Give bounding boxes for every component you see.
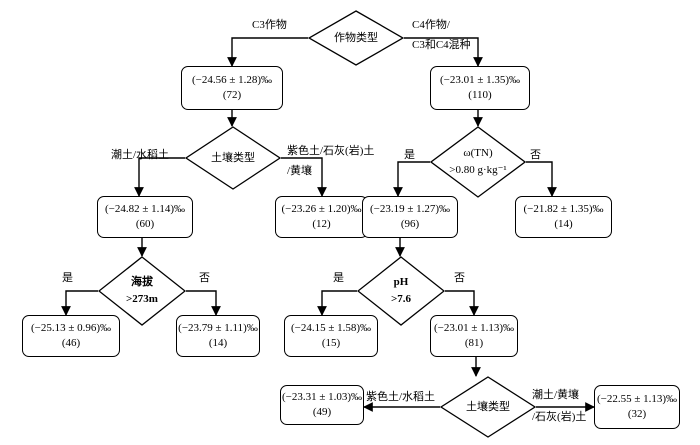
node-value: (−25.13 ± 0.96)‰	[30, 322, 112, 334]
edge-n_soil1-n_l1226	[281, 157, 327, 197]
node-value: (−24.56 ± 1.28)‰	[191, 74, 273, 86]
edge-n_crop-n_c4	[404, 37, 483, 67]
node-title: ω(TN)	[463, 147, 493, 159]
node-count: (110)	[468, 89, 492, 101]
edge-label-tn-no: 否	[530, 149, 541, 161]
edge-label-soil2-left: 紫色土/水稻土	[366, 391, 436, 403]
node-count: (46)	[61, 337, 81, 349]
edge-label-c3: C3作物	[252, 19, 287, 31]
decision-total-nitrogen: ω(TN) >0.80 g·kg⁻¹	[430, 126, 526, 198]
node-count: (60)	[135, 218, 155, 230]
decision-soil-type-c3: 土壤类型	[185, 126, 281, 190]
node-title: 土壤类型	[466, 400, 510, 413]
edge-label-alt-no: 否	[199, 272, 210, 284]
node-l3255: (−22.55 ± 1.13)‰ (32)	[594, 385, 680, 429]
node-l8101: (−23.01 ± 1.13)‰ (81)	[430, 315, 518, 357]
node-value: (−23.31 ± 1.03)‰	[281, 391, 363, 403]
node-count: (14)	[554, 218, 573, 230]
decision-altitude: 海拔 >273m	[98, 256, 186, 326]
node-value: (−23.19 ± 1.27)‰	[369, 203, 451, 215]
edge-n_alt-n_l1479	[186, 290, 221, 316]
node-title: pH	[393, 276, 409, 288]
node-count: (49)	[312, 406, 332, 418]
edge-label-ph-yes: 是	[333, 272, 344, 284]
node-title: 作物类型	[334, 31, 378, 44]
node-count: (32)	[627, 408, 647, 420]
edge-label-c4: C4作物/	[412, 19, 450, 31]
node-subtitle: >0.80 g·kg⁻¹	[449, 164, 507, 176]
node-l1421: (−21.82 ± 1.35)‰ (14)	[515, 196, 612, 238]
node-count: (15)	[321, 337, 341, 349]
edge-label-soil1-right: 紫色土/石灰(岩)土	[287, 145, 375, 157]
node-count: (81)	[464, 337, 484, 349]
node-c4: (−23.01 ± 1.35)‰ (110)	[430, 66, 530, 110]
node-count: (12)	[312, 218, 331, 230]
edge-label-ph-no: 否	[454, 272, 465, 284]
node-value: (−21.82 ± 1.35)‰	[523, 203, 604, 215]
node-l1524: (−24.15 ± 1.58)‰ (15)	[284, 315, 378, 357]
node-count: (72)	[222, 89, 242, 101]
node-subtitle: >7.6	[390, 293, 412, 305]
node-l1226: (−23.26 ± 1.20)‰ (12)	[275, 196, 368, 238]
decision-soil-type-ph: 土壤类型	[440, 376, 536, 438]
node-l4931: (−23.31 ± 1.03)‰ (49)	[280, 385, 364, 425]
edge-label-soil1-left: 潮土/水稻土	[111, 149, 170, 161]
edge-n_ph-n_l8101	[445, 290, 479, 316]
node-value: (−23.01 ± 1.13)‰	[433, 322, 515, 334]
node-value: (−22.55 ± 1.13)‰	[596, 393, 678, 405]
edge-n_tn-n_l9619	[393, 161, 430, 197]
node-count: (96)	[400, 218, 420, 230]
edge-n_alt-n_l4613	[61, 290, 98, 316]
node-l6014: (−24.82 ± 1.14)‰ (60)	[97, 196, 193, 238]
node-title: 海拔	[131, 276, 153, 288]
edge-n_tn-n_l1421	[526, 161, 557, 197]
node-l4613: (−25.13 ± 0.96)‰ (46)	[22, 315, 120, 357]
node-title: 土壤类型	[211, 151, 255, 164]
node-c3: (−24.56 ± 1.28)‰ (72)	[181, 66, 283, 110]
decision-crop-type: 作物类型	[308, 10, 404, 66]
decision-ph: pH >7.6	[357, 256, 445, 326]
edge-n_crop-n_c3	[227, 37, 308, 67]
edge-n_soil1-n_l6014	[134, 157, 185, 197]
edge-label-soil2-right: 潮土/黄壤	[532, 389, 580, 401]
edge-label-c4-line2: C3和C4混种	[412, 39, 471, 51]
node-l9619: (−23.19 ± 1.27)‰ (96)	[362, 196, 458, 238]
node-value: (−24.82 ± 1.14)‰	[104, 203, 186, 215]
edge-label-tn-yes: 是	[404, 149, 415, 161]
edge-label-soil1-right-line2: /黄壤	[287, 165, 313, 177]
node-value: (−23.79 ± 1.11)‰	[178, 322, 258, 334]
edge-n_ph-n_l1524	[317, 290, 357, 316]
node-subtitle: >273m	[126, 293, 158, 305]
edge-label-alt-yes: 是	[62, 272, 73, 284]
node-count: (14)	[208, 337, 228, 349]
node-value: (−23.01 ± 1.35)‰	[439, 74, 521, 86]
node-value: (−23.26 ± 1.20)‰	[281, 203, 362, 215]
node-value: (−24.15 ± 1.58)‰	[290, 322, 372, 334]
node-l1479: (−23.79 ± 1.11)‰ (14)	[176, 315, 260, 357]
edge-label-soil2-right-line2: /石灰(岩)土	[532, 411, 587, 423]
